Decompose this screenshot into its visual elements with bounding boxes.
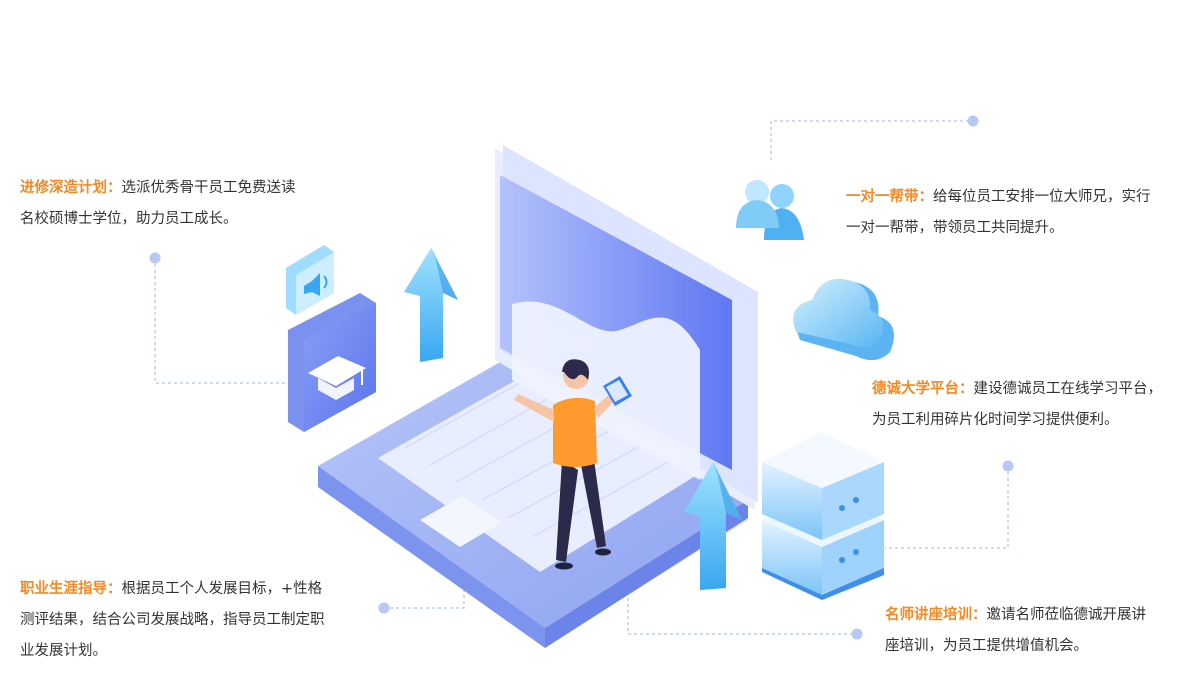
person-figure <box>514 359 632 570</box>
card-text: 名校硕博士学位，助力员工成长。 <box>20 211 238 227</box>
card-title: 进修深造计划： <box>20 180 122 196</box>
card-text: 给每位员工安排一位大师兄，实行 <box>933 189 1151 205</box>
connector-lines <box>154 120 1009 635</box>
laptop-base <box>318 345 748 648</box>
users-icon <box>736 180 804 240</box>
card-text: 一对一帮带，带领员工共同提升。 <box>846 220 1064 236</box>
card-text: 业发展计划。 <box>20 643 107 659</box>
card-text: 根据员工个人发展目标，+性格 <box>121 581 323 597</box>
card-title: 一对一帮带： <box>846 189 933 205</box>
card-text: 建设德诚员工在线学习平台， <box>973 381 1163 397</box>
arrow-up-icon <box>404 248 458 362</box>
card-text: 为员工利用碎片化时间学习提供便利。 <box>872 412 1119 428</box>
card-title: 职业生涯指导： <box>20 581 122 597</box>
card-text: 邀请名师莅临德诚开展讲 <box>986 607 1147 623</box>
arrow-up-icon <box>684 462 742 590</box>
document-icon <box>603 376 632 406</box>
info-card-career-guidance: 职业生涯指导：根据员工个人发展目标，+性格 测评结果，结合公司发展战略，指导员工… <box>20 574 365 667</box>
card-text: 座培训，为员工提供增值机会。 <box>885 638 1088 654</box>
card-text: 测评结果，结合公司发展战略，指导员工制定职 <box>20 612 325 628</box>
touchpad <box>420 496 502 547</box>
graduation-cap-icon <box>288 293 376 432</box>
connector-dots <box>149 115 1014 640</box>
info-card-mentoring: 一对一帮带：给每位员工安排一位大师兄，实行 一对一帮带，带领员工共同提升。 <box>846 182 1191 244</box>
server-icon <box>762 432 884 600</box>
speaker-icon <box>286 245 334 315</box>
card-title: 名师讲座培训： <box>885 607 987 623</box>
card-title: 德诚大学平台： <box>872 381 974 397</box>
info-card-university-platform: 德诚大学平台：建设德诚员工在线学习平台， 为员工利用碎片化时间学习提供便利。 <box>872 374 1192 436</box>
info-card-lecture-training: 名师讲座培训：邀请名师莅临德诚开展讲 座培训，为员工提供增值机会。 <box>885 600 1185 662</box>
cloud-icon <box>793 278 894 361</box>
info-card-advanced-study: 进修深造计划：选派优秀骨干员工免费送读 名校硕博士学位，助力员工成长。 <box>20 173 340 235</box>
card-text: 选派优秀骨干员工免费送读 <box>121 180 296 196</box>
